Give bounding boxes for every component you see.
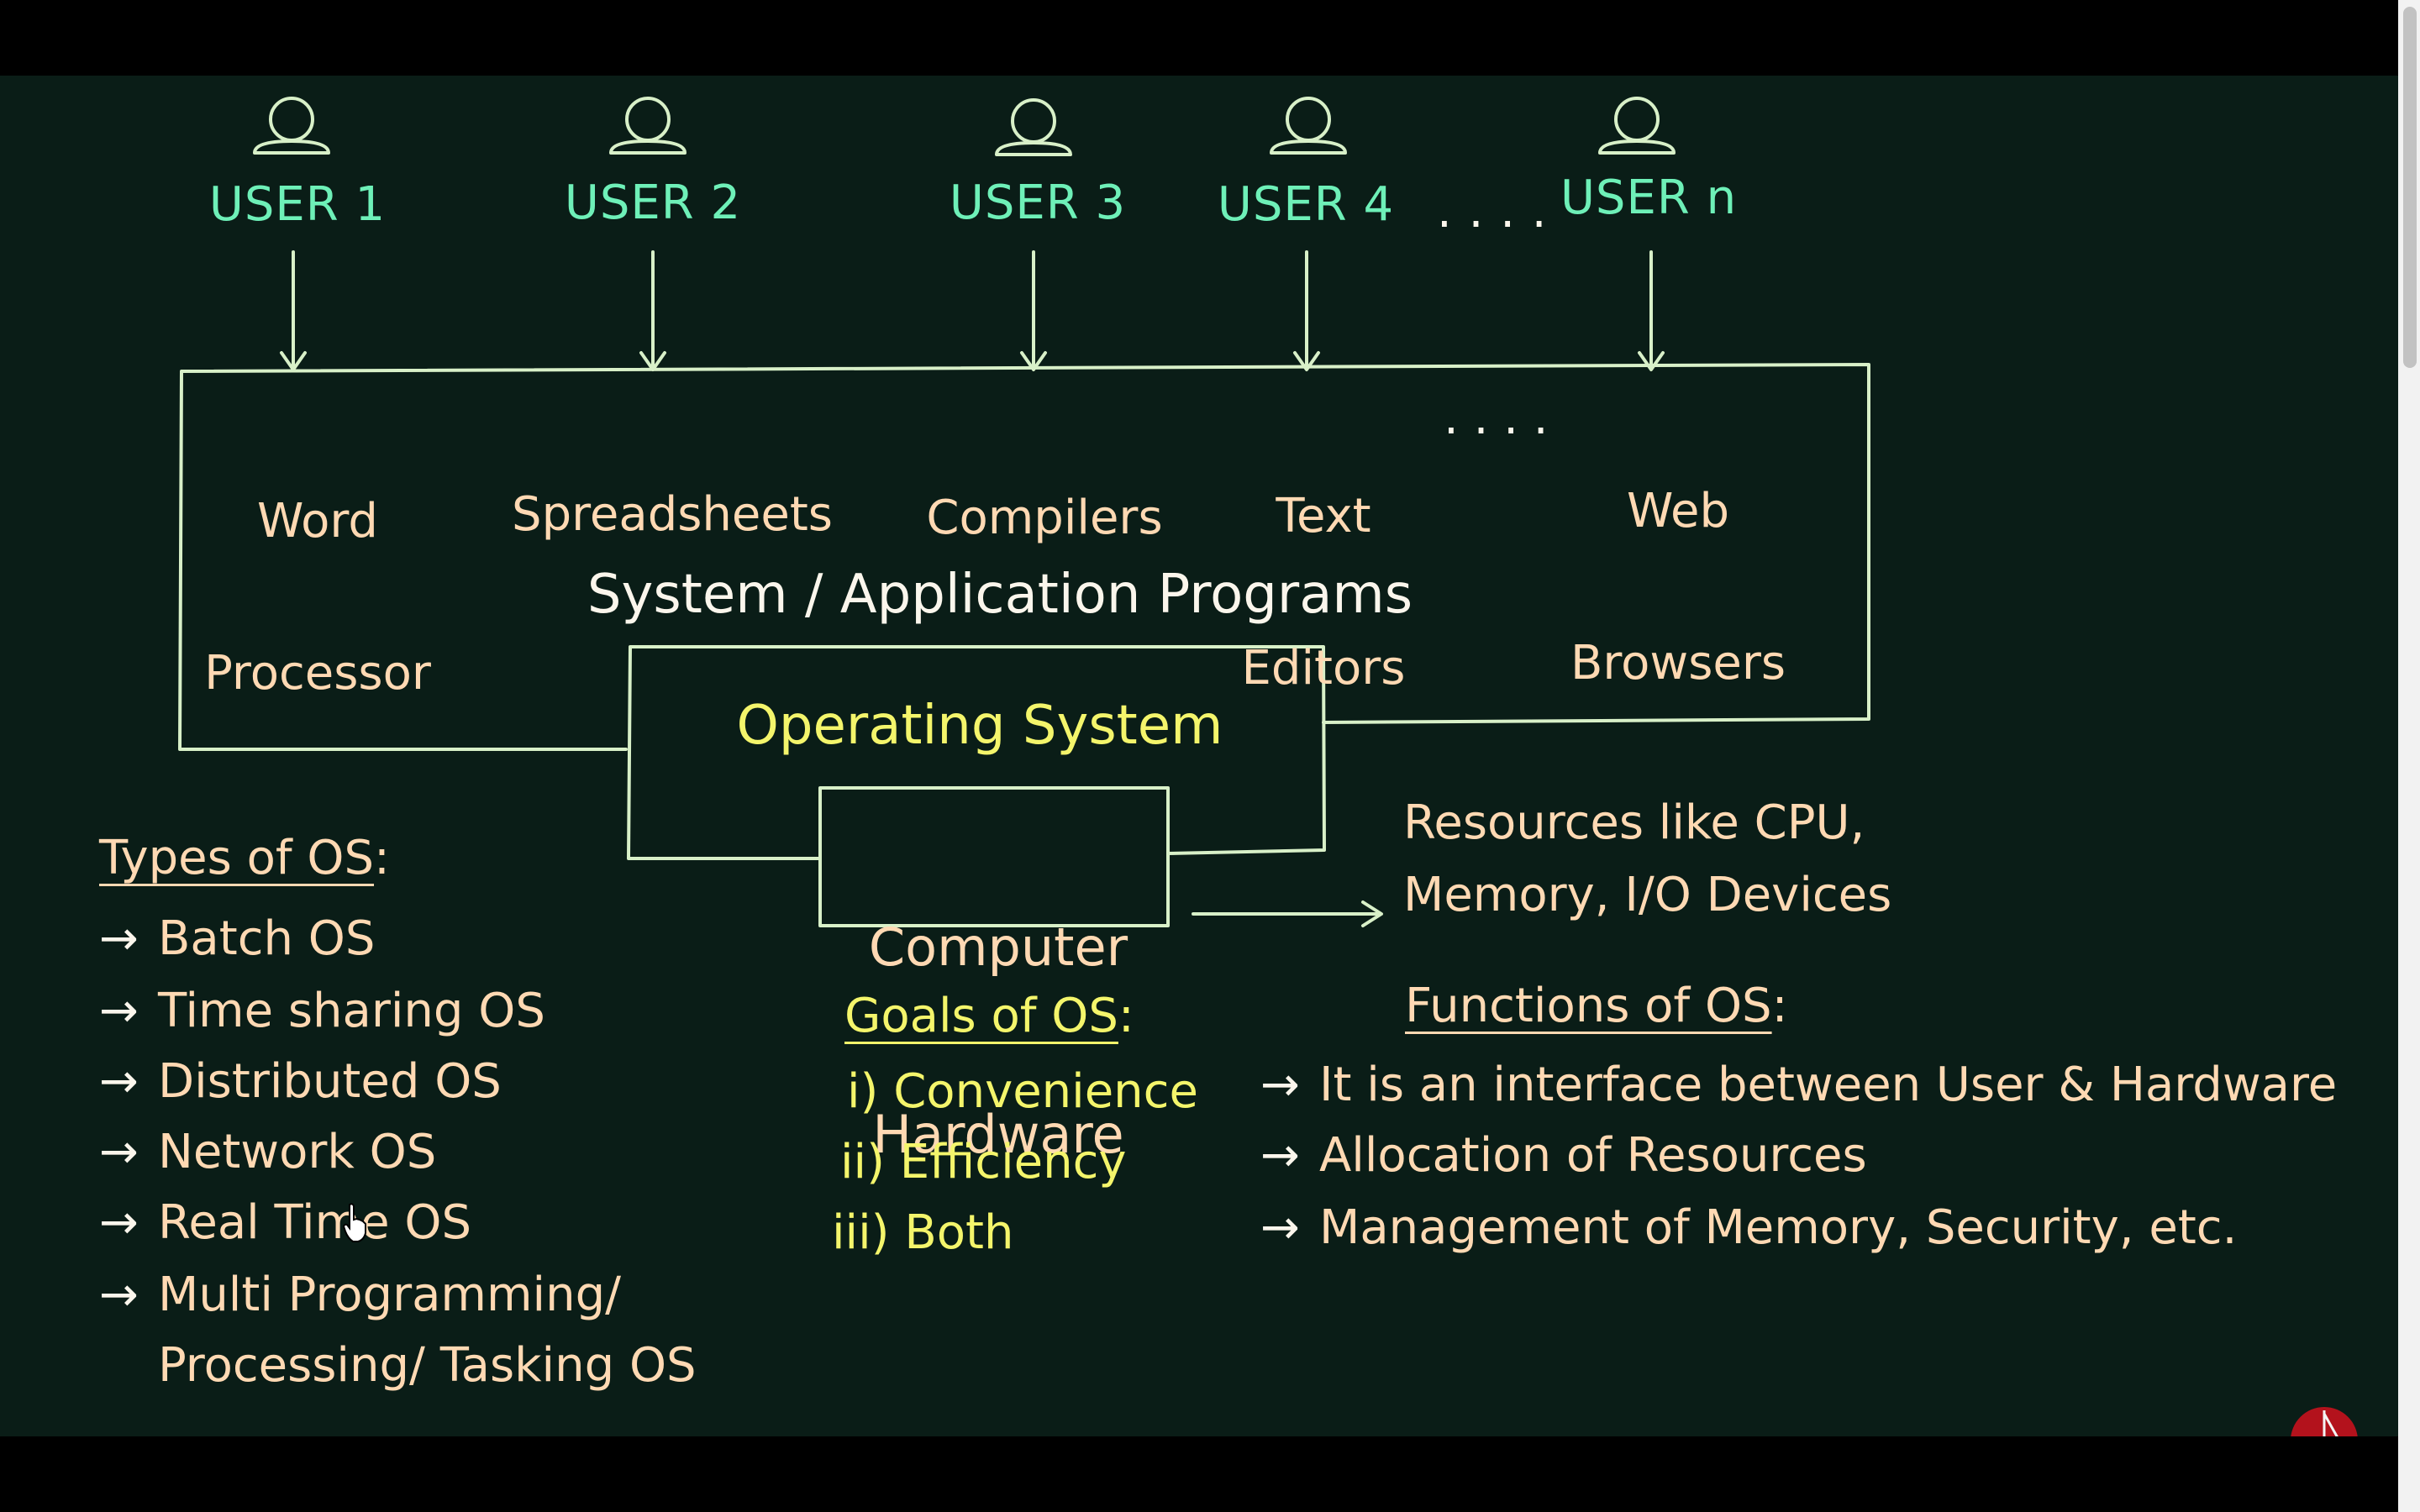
channel-logo-icon [2291, 1407, 2358, 1436]
application-layer-box [178, 363, 1870, 751]
user-label: USER 1 [208, 177, 387, 232]
user-icon [1598, 97, 1676, 155]
types-item-text: Distributed OS [158, 1054, 502, 1109]
hardware-box [818, 786, 1170, 927]
hardware-line: Computer [868, 916, 1128, 978]
program-line: Word [257, 493, 378, 549]
bottom-letterbox [0, 1436, 2420, 1512]
hand-cursor-icon [343, 1203, 366, 1242]
top-letterbox [0, 0, 2420, 76]
types-item-text: Batch OS [158, 911, 376, 966]
types-item-text: Time sharing OS [158, 984, 545, 1038]
resources-arrow [1192, 900, 1383, 927]
hardware-label: Computer Hardware [869, 791, 1128, 1291]
program-line: Text [1276, 488, 1371, 543]
os-box [627, 645, 1326, 860]
hardware-line: Hardware [872, 1103, 1124, 1165]
types-item: →Multi Programming/ [99, 1272, 621, 1319]
bullet-arrow: → [1260, 1200, 1300, 1255]
functions-item-text: Management of Memory, Security, etc. [1319, 1200, 2238, 1255]
user-label: USER 2 [564, 176, 742, 230]
types-item-text: Network OS [158, 1125, 437, 1179]
heading-colon: : [1118, 989, 1134, 1043]
functions-heading-text: Functions of OS [1405, 979, 1772, 1033]
bullet-arrow: → [99, 1195, 139, 1250]
user-label: USER n [1560, 171, 1738, 225]
heading-colon: : [1771, 979, 1788, 1033]
bullet-arrow: → [1260, 1128, 1300, 1183]
user-label: USER 3 [949, 176, 1127, 230]
program-compilers: Compilers [926, 391, 1162, 645]
diagram-frame: USER 1 USER 2 USER 3 USER 4 . . . . USER… [0, 76, 2398, 1436]
program-line: Processor [204, 646, 431, 701]
program-line: Browsers [1570, 636, 1786, 691]
functions-item-text: It is an interface between User & Hardwa… [1319, 1058, 2338, 1112]
types-item: →Time sharing OS [99, 988, 545, 1035]
programs-ellipsis: . . . . [1444, 391, 1549, 445]
program-line: Web [1626, 483, 1730, 538]
user-icon [609, 97, 687, 155]
user-icon [995, 98, 1072, 156]
user-icon [1270, 97, 1347, 155]
program-spreadsheets: Spreadsheets [512, 388, 833, 642]
types-item: →Batch OS [99, 916, 375, 963]
bullet-arrow: → [99, 1125, 139, 1179]
layer-label: System / Application Programs [587, 564, 1413, 626]
user-label: USER 4 [1217, 177, 1395, 232]
goals-item: ii) Efficiency [840, 1135, 1127, 1189]
functions-item: →Management of Memory, Security, etc. [1260, 1205, 2237, 1252]
program-line: Editors [1241, 641, 1406, 696]
os-label: Operating System [736, 695, 1223, 757]
program-web-browsers: Web Browsers [1570, 385, 1786, 791]
bullet-arrow: → [1260, 1058, 1300, 1112]
bullet-arrow: → [99, 911, 139, 966]
goals-heading: Goals of OS: [844, 993, 1134, 1040]
bullet-arrow: → [99, 984, 139, 1038]
program-word-processor: Word Processor [204, 395, 431, 801]
program-line: Compilers [926, 490, 1163, 545]
user-arrow [1293, 250, 1320, 371]
user-arrow [639, 250, 666, 371]
types-item: →Real Time OS [99, 1200, 471, 1247]
bullet-arrow: → [99, 1268, 139, 1322]
types-item: →Distributed OS [99, 1058, 502, 1105]
types-item-text: Multi Programming/ [158, 1268, 621, 1322]
user-arrow [1020, 250, 1047, 371]
program-text-editors: Text Editors [1242, 390, 1406, 796]
functions-item: →It is an interface between User & Hardw… [1260, 1062, 2337, 1109]
users-ellipsis: . . . . [1437, 184, 1548, 239]
functions-item-text: Allocation of Resources [1319, 1128, 1867, 1183]
types-item: →Network OS [99, 1129, 436, 1176]
resources-line: Memory, I/O Devices [1403, 868, 1892, 922]
resources-line: Resources like CPU, [1403, 795, 1865, 850]
bullet-arrow: → [99, 1054, 139, 1109]
user-icon [253, 97, 330, 155]
types-item-text: Real Time OS [158, 1195, 471, 1250]
heading-colon: : [374, 831, 390, 885]
goals-heading-text: Goals of OS [844, 989, 1118, 1043]
functions-heading: Functions of OS: [1405, 983, 1787, 1030]
scrollbar-thumb[interactable] [2403, 7, 2417, 368]
user-arrow [1638, 250, 1665, 371]
program-line: Spreadsheets [512, 486, 833, 542]
diagram-lines [178, 97, 1870, 927]
goals-item: iii) Both [832, 1205, 1014, 1260]
types-item-continuation: Processing/ Tasking OS [158, 1338, 697, 1393]
user-arrow [280, 250, 307, 371]
functions-item: →Allocation of Resources [1260, 1132, 1867, 1179]
goals-item: i) Convenience [847, 1064, 1198, 1119]
types-heading-text: Types of OS [99, 831, 375, 885]
types-heading: Types of OS: [99, 835, 390, 882]
